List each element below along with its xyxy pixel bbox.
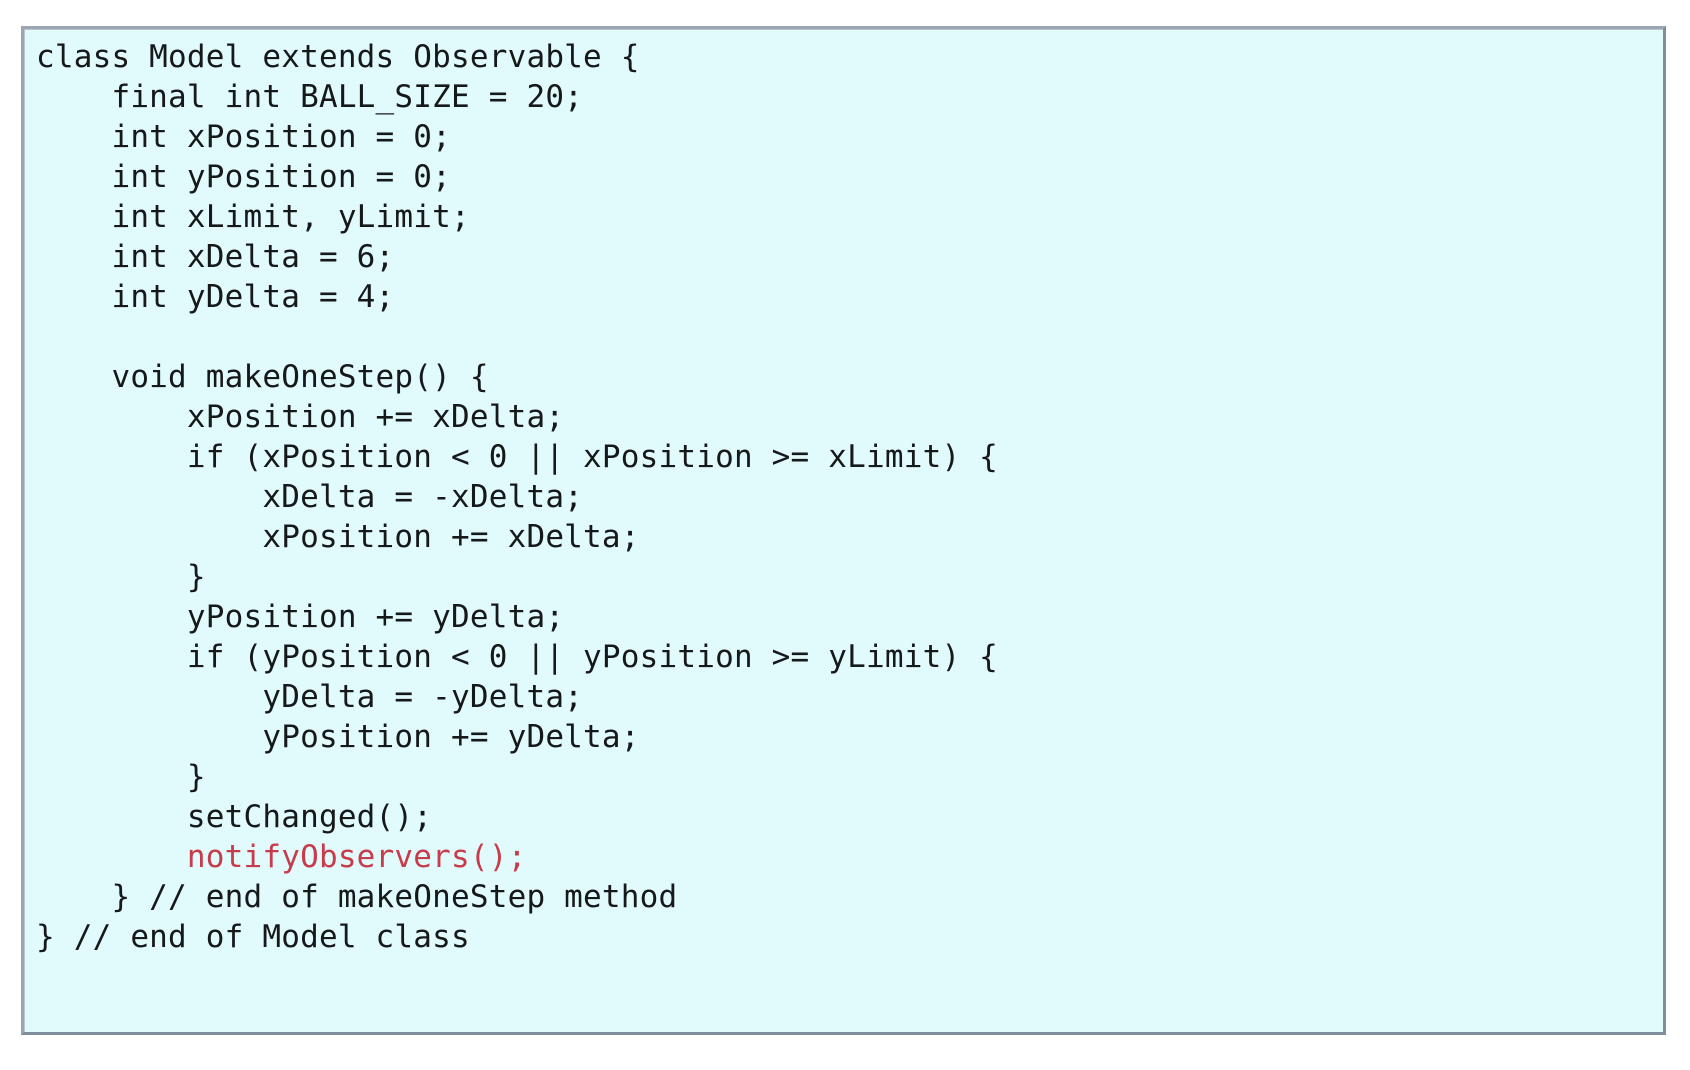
code-line: yDelta = -yDelta; bbox=[36, 679, 584, 715]
code-line: } bbox=[36, 559, 206, 595]
code-line: xDelta = -xDelta; bbox=[36, 479, 584, 515]
code-line-blank bbox=[36, 317, 1663, 357]
code-line: xPosition += xDelta; bbox=[36, 519, 640, 555]
code-line: class Model extends Observable { bbox=[36, 39, 640, 75]
code-line: xPosition += xDelta; bbox=[36, 399, 565, 435]
code-line: int xDelta = 6; bbox=[36, 239, 395, 275]
code-line: } // end of makeOneStep method bbox=[36, 879, 678, 915]
code-listing-content: class Model extends Observable { final i… bbox=[36, 37, 1663, 1032]
code-line: final int BALL_SIZE = 20; bbox=[36, 79, 584, 115]
code-line: } bbox=[36, 759, 206, 795]
code-line: int yDelta = 4; bbox=[36, 279, 395, 315]
code-line: } // end of Model class bbox=[36, 919, 470, 955]
code-line: yPosition += yDelta; bbox=[36, 599, 565, 635]
code-line: void makeOneStep() { bbox=[36, 359, 489, 395]
code-line: yPosition += yDelta; bbox=[36, 719, 640, 755]
code-line: if (yPosition < 0 || yPosition >= yLimit… bbox=[36, 639, 999, 675]
code-line: notifyObservers(); bbox=[36, 839, 527, 875]
code-listing-box: class Model extends Observable { final i… bbox=[21, 26, 1666, 1035]
code-line: int yPosition = 0; bbox=[36, 159, 451, 195]
code-line: setChanged(); bbox=[36, 799, 433, 835]
code-line: if (xPosition < 0 || xPosition >= xLimit… bbox=[36, 439, 999, 475]
code-line: int xPosition = 0; bbox=[36, 119, 451, 155]
code-line: int xLimit, yLimit; bbox=[36, 199, 470, 235]
